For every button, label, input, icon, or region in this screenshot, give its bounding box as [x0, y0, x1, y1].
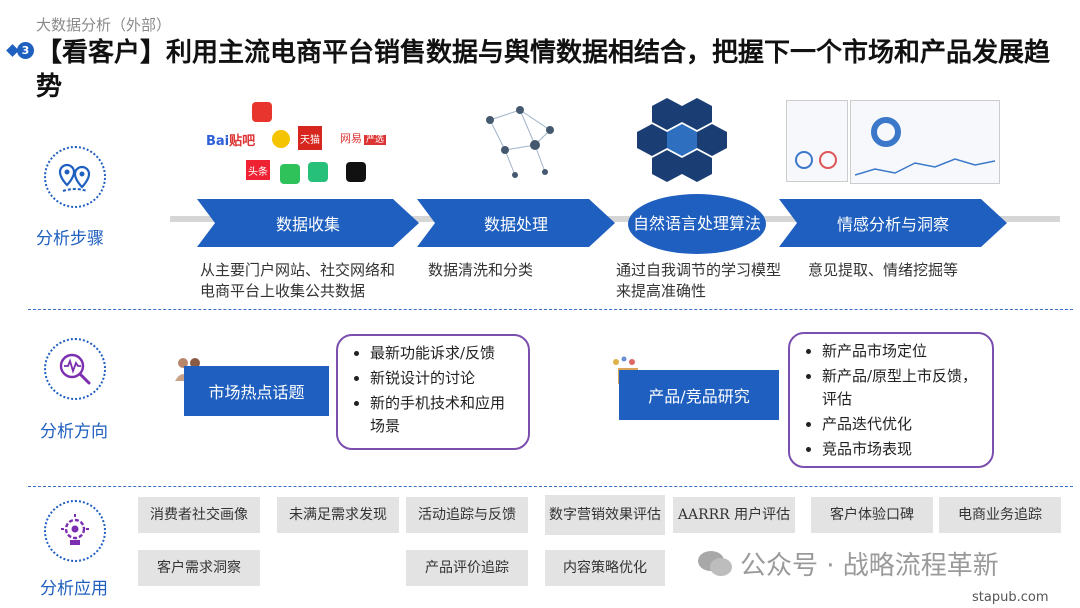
tiktok-icon	[346, 162, 366, 182]
tmall-logo: 天猫	[298, 126, 322, 150]
dashboard-thumbnail-2	[850, 100, 1000, 184]
section-number-badge: 3	[17, 42, 34, 59]
bullet-box-product-research: 新产品市场定位 新产品/原型上市反馈，评估 产品迭代优化 竞品市场表现	[788, 332, 994, 468]
wechat-watermark-icon	[698, 551, 732, 576]
bullet-box-market-hotspots: 最新功能诉求/反馈 新锐设计的讨论 新的手机技术和应用场景	[336, 334, 530, 450]
section-divider	[28, 309, 1073, 310]
step-data-collection: 数据收集	[197, 199, 419, 247]
dashboard-thumbnail-1	[786, 100, 848, 182]
hexagon-cluster-icon	[637, 98, 727, 182]
process-track	[170, 216, 1060, 222]
toutiao-logo: 头条	[246, 160, 270, 180]
step-desc-nlp: 通过自我调节的学习模型来提高准确性	[616, 261, 782, 300]
site-watermark: stapub.com	[972, 590, 1049, 605]
weibo-icon	[272, 130, 290, 148]
section-label-steps: 分析步骤	[36, 229, 104, 249]
netease-tag: 严选	[364, 135, 387, 145]
step-nlp: 自然语言处理算法	[628, 194, 766, 254]
step-data-processing: 数据处理	[417, 199, 615, 247]
tag-content-strategy: 内容策略优化	[545, 550, 665, 586]
chart-ring-icon	[795, 151, 813, 169]
step-desc-sentiment: 意见提取、情绪挖掘等	[808, 261, 959, 279]
bullet-item: 产品迭代优化	[822, 413, 982, 436]
bullet-item: 新产品市场定位	[822, 340, 982, 363]
network-graph-icon	[486, 106, 554, 178]
bullet-item: 新锐设计的讨论	[370, 367, 518, 390]
tag-product-review: 产品评价追踪	[406, 550, 528, 586]
bullet-item: 新的手机技术和应用场景	[370, 392, 518, 438]
step-desc-collection: 从主要门户网站、社交网络和电商平台上收集公共数据	[200, 261, 396, 300]
page-title: 【看客户】利用主流电商平台销售数据与舆情数据相结合，把握下一个市场和产品发展趋势	[36, 38, 1051, 102]
app-logo-icon	[252, 102, 272, 122]
lightbulb-gear-icon	[44, 500, 106, 562]
baidu-text: Bai	[206, 134, 230, 149]
tieba-text: 贴吧	[229, 134, 256, 149]
watermark-text: 公众号 · 战略流程革新	[740, 551, 999, 581]
play-icon	[308, 162, 328, 182]
topic-market-hotspots: 市场热点话题	[184, 366, 329, 416]
platform-logos: Bai贴吧 天猫 网易严选 头条	[200, 100, 390, 190]
supertitle: 大数据分析（外部）	[36, 16, 172, 34]
baidu-logo: Bai贴吧	[206, 130, 255, 149]
topic-product-research: 产品/竞品研究	[619, 370, 779, 420]
step-sentiment-analysis: 情感分析与洞察	[779, 199, 1007, 247]
section-label-application: 分析应用	[40, 579, 108, 599]
tag-activity-tracking: 活动追踪与反馈	[406, 497, 528, 533]
chart-ring-icon	[819, 151, 837, 169]
netease-text: 网易	[340, 132, 362, 145]
magnifier-pulse-icon	[44, 338, 106, 400]
tag-ecommerce-tracking: 电商业务追踪	[939, 497, 1061, 533]
wechat-icon	[280, 164, 300, 184]
tag-consumer-profile: 消费者社交画像	[138, 497, 260, 533]
netease-logo: 网易严选	[340, 130, 387, 146]
tag-customer-experience: 客户体验口碑	[811, 497, 933, 533]
section-label-direction: 分析方向	[40, 422, 108, 442]
tag-aarrr: AARRR 用户评估	[673, 497, 795, 533]
bullet-item: 最新功能诉求/反馈	[370, 342, 518, 365]
bullet-item: 竞品市场表现	[822, 438, 982, 461]
tag-digital-marketing: 数字营销效果评估	[545, 495, 665, 535]
step-desc-processing: 数据清洗和分类	[428, 261, 534, 279]
tag-unmet-needs: 未满足需求发现	[277, 497, 399, 533]
donut-chart-icon	[871, 117, 901, 147]
tag-customer-needs: 客户需求洞察	[138, 550, 260, 586]
section-divider	[28, 486, 1073, 487]
location-pins-icon	[44, 146, 106, 208]
line-chart-icon	[855, 158, 995, 176]
bullet-item: 新产品/原型上市反馈，评估	[822, 365, 982, 411]
